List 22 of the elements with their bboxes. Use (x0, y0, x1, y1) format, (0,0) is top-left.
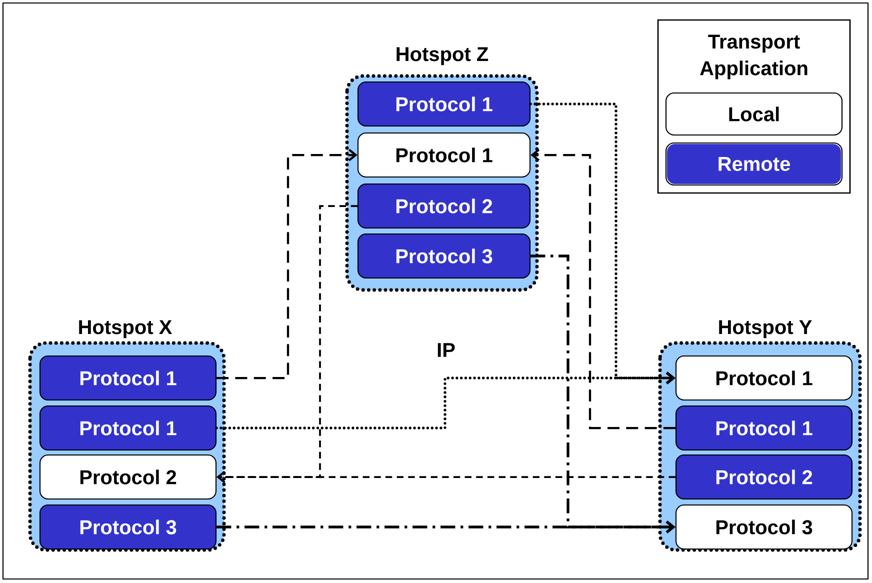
protocol-box: Protocol 1 (39, 405, 217, 451)
node-label: Hotspot X (79, 320, 172, 338)
protocol-box: Protocol 1 (357, 81, 531, 127)
protocol-box: Protocol 1 (39, 355, 217, 401)
arrow (530, 254, 676, 534)
arrow (216, 148, 358, 380)
protocol-box: Protocol 2 (39, 454, 217, 500)
node-label: Hotspot Z (396, 47, 488, 66)
protocol-box: Protocol 3 (357, 233, 531, 279)
protocol-box: Protocol 3 (39, 504, 217, 550)
network-label: IP (438, 343, 455, 357)
protocol-box: Protocol 2 (357, 183, 531, 229)
protocol-box: Protocol 2 (675, 454, 853, 500)
protocol-box: Protocol 1 (357, 132, 531, 178)
arrow (530, 148, 676, 430)
arrow (216, 205, 358, 484)
legend-title: Transport Application (700, 34, 808, 80)
protocol-box: Protocol 1 (675, 405, 853, 451)
arrow (529, 102, 676, 384)
node-label: Hotspot Y (719, 320, 812, 338)
protocol-box: Protocol 1 (675, 355, 853, 401)
protocol-box: Protocol 3 (675, 504, 853, 550)
